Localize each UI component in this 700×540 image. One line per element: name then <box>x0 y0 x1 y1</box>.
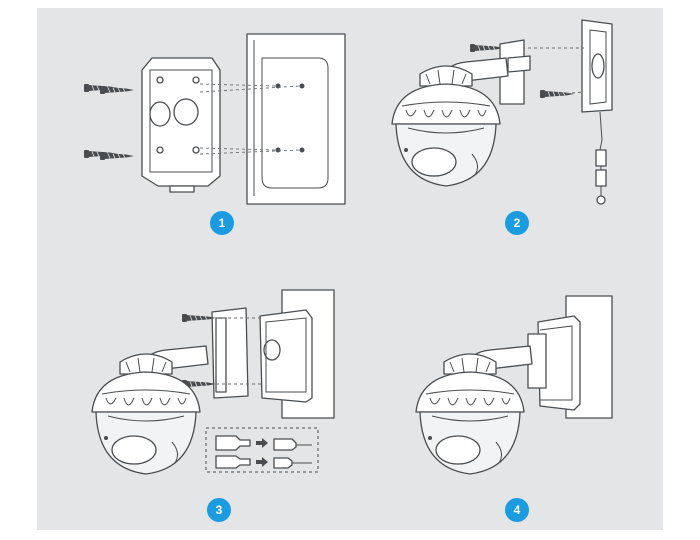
ethernet-connector-icon <box>215 435 251 451</box>
dome-camera <box>415 345 533 475</box>
dome-camera <box>91 345 209 475</box>
step-1-badge: 1 <box>210 211 234 235</box>
step-2-illustration <box>391 19 613 205</box>
screw-icon <box>181 313 217 323</box>
step-4-illustration <box>415 295 613 475</box>
step-3-illustration <box>91 289 335 475</box>
step-1-illustration <box>83 33 346 205</box>
step-2-badge: 2 <box>505 211 529 235</box>
step-3-badge: 3 <box>207 498 231 522</box>
screw-icon <box>539 89 575 99</box>
cable-connection-inset <box>205 427 319 473</box>
screw-icon <box>99 151 135 161</box>
screw-icon <box>99 85 135 95</box>
wall-panel <box>246 33 346 205</box>
power-connector-icon <box>215 455 251 469</box>
screw-icon <box>469 43 505 53</box>
step-4-badge: 4 <box>505 498 529 522</box>
dome-camera <box>391 57 509 187</box>
